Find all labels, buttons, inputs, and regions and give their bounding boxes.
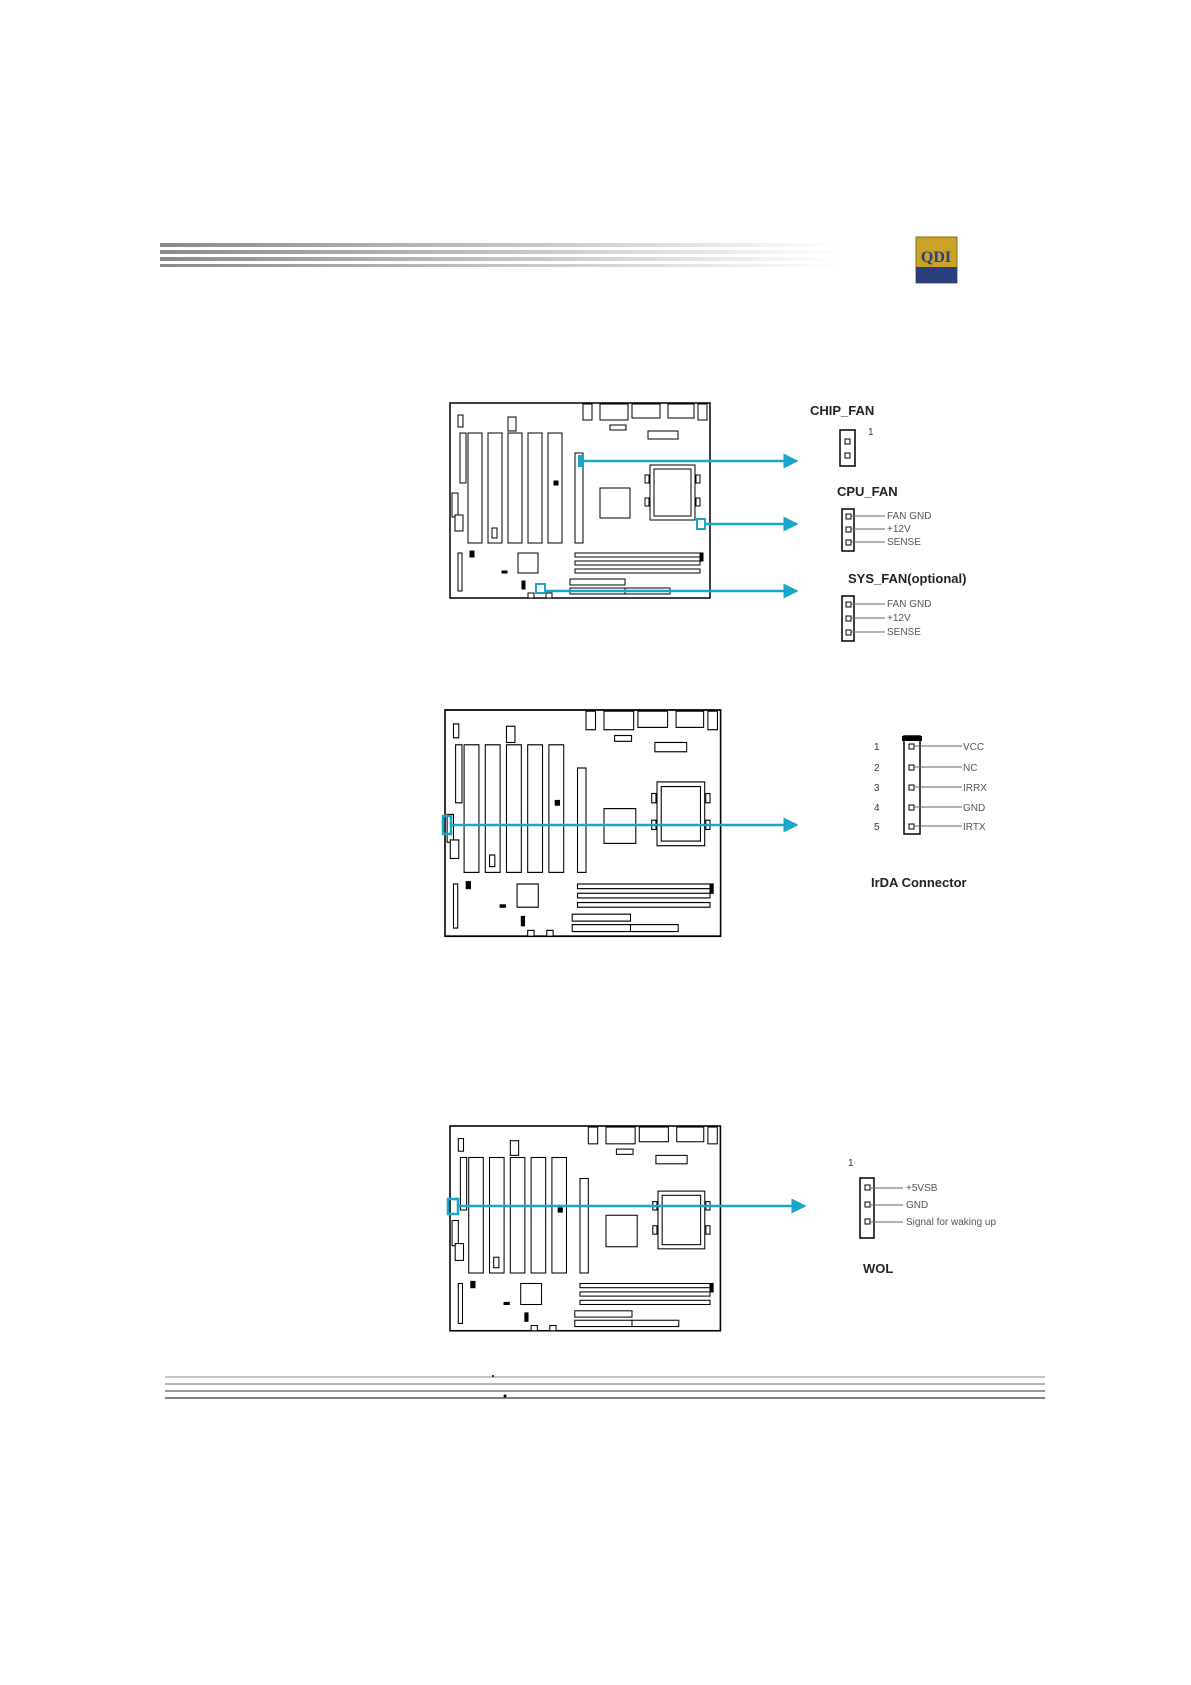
chip-fan-marker (578, 455, 584, 467)
footer-rules (165, 1375, 1045, 1398)
irda-header (902, 736, 962, 834)
irda-pin-2: NC (963, 763, 977, 774)
wol-title: WOL (863, 1261, 893, 1276)
qdi-logo: QDI (916, 237, 957, 283)
irda-pin-number-5: 5 (874, 822, 880, 833)
irda-pin-5: IRTX (963, 822, 986, 833)
cpu-fan-title: CPU_FAN (837, 484, 898, 499)
cpu-fan-pin-2: +12V (887, 524, 911, 535)
cpu-fan-pin-3: SENSE (887, 537, 921, 548)
header-stripes (160, 243, 840, 267)
sys-fan-header (842, 596, 885, 641)
irda-pin-number-1: 1 (874, 742, 880, 753)
sys-fan-title: SYS_FAN(optional) (848, 571, 966, 586)
wol-board (450, 1126, 720, 1331)
wol-pin-3: Signal for waking up (906, 1217, 996, 1228)
sys-fan-pin-1: FAN GND (887, 599, 931, 610)
chip-fan-pin1-label: 1 (868, 427, 874, 438)
chip-fan-title: CHIP_FAN (810, 403, 874, 418)
irda-pin-number-2: 2 (874, 763, 880, 774)
irda-board (445, 710, 721, 936)
chip-fan-header (840, 430, 855, 466)
irda-pin-number-3: 3 (874, 783, 880, 794)
wol-pin-2: GND (906, 1200, 928, 1211)
irda-pin-3: IRRX (963, 783, 987, 794)
irda-title: IrDA Connector (871, 875, 967, 890)
sys-fan-pin-2: +12V (887, 613, 911, 624)
fan-board (450, 403, 710, 598)
wol-pin1-label: 1 (848, 1158, 854, 1169)
logo-text: QDI (921, 249, 951, 266)
irda-pin-1: VCC (963, 742, 984, 753)
sys-fan-pin-3: SENSE (887, 627, 921, 638)
irda-pin-number-4: 4 (874, 803, 880, 814)
wol-header (860, 1178, 903, 1238)
cpu-fan-header (842, 509, 885, 551)
wol-pin-1: +5VSB (906, 1183, 938, 1194)
cpu-fan-pin-1: FAN GND (887, 511, 931, 522)
irda-pin-4: GND (963, 803, 985, 814)
